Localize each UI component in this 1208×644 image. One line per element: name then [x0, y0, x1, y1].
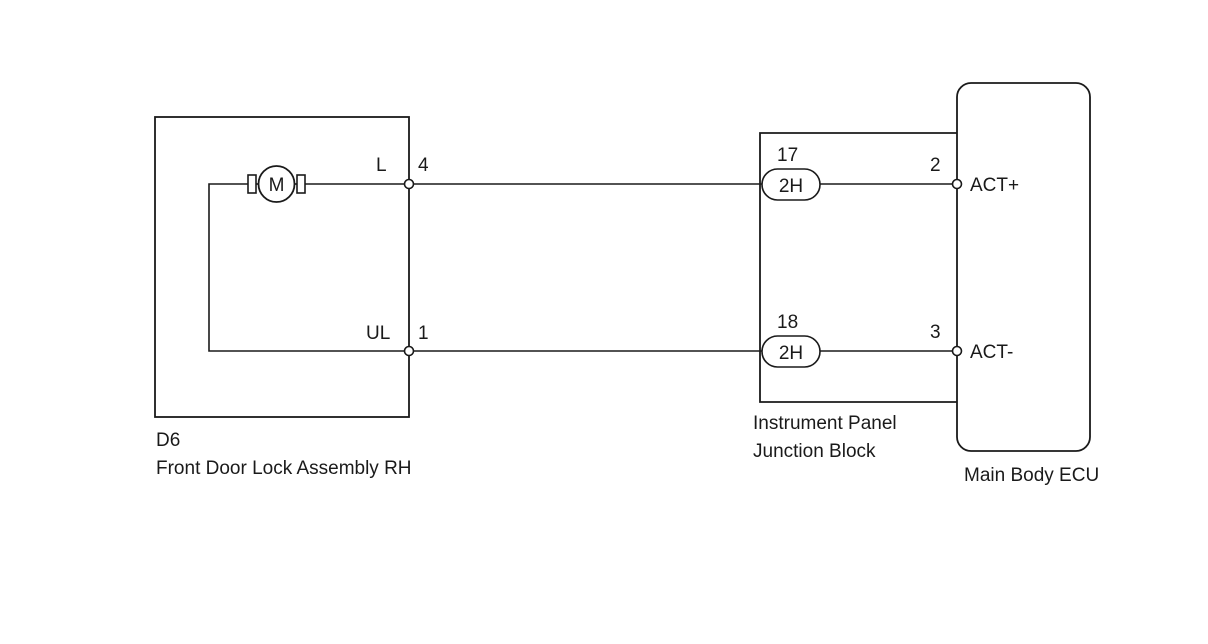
door-lock-box [154, 116, 410, 418]
connector-2h-top [761, 168, 821, 201]
terminal-act-minus [951, 345, 963, 357]
pin-ul-name: UL [366, 323, 390, 344]
ecu-name: Main Body ECU [964, 465, 1099, 486]
door-lock-assembly: M L 4 UL 1 D6 Front Door Lock Assembly R… [154, 116, 429, 479]
ecu-pin-top-number: 2 [930, 155, 941, 176]
connector-2h-bottom-pin: 18 [777, 312, 798, 333]
terminal-ul [403, 345, 415, 357]
door-lock-code: D6 [156, 430, 180, 451]
connector-2h-top-pin: 17 [777, 145, 798, 166]
terminal-act-plus [951, 178, 963, 190]
junction-block-name-line1: Instrument Panel [753, 413, 897, 434]
pin-l-name: L [376, 155, 387, 176]
pin-ul-number: 1 [418, 323, 429, 344]
main-body-ecu: 2 ACT+ 3 ACT- Main Body ECU [930, 82, 1099, 486]
terminal-l [403, 178, 415, 190]
connector-2h-bottom [761, 335, 821, 368]
connector-2h-bottom-label: 2H [779, 343, 803, 364]
ecu-pin-bottom-name: ACT- [970, 342, 1013, 363]
connector-2h-top-label: 2H [779, 176, 803, 197]
junction-block-name-line2: Junction Block [753, 441, 876, 462]
motor-icon: M [247, 165, 306, 203]
motor-loop-wire [208, 183, 409, 352]
junction-block-box [759, 132, 957, 403]
door-lock-name: Front Door Lock Assembly RH [156, 458, 412, 479]
pin-l-number: 4 [418, 155, 429, 176]
ecu-box [956, 82, 1091, 452]
ecu-pin-top-name: ACT+ [970, 175, 1019, 196]
motor-symbol-label: M [269, 175, 285, 196]
ecu-pin-bottom-number: 3 [930, 322, 941, 343]
terminals [403, 178, 963, 357]
junction-block: 2H 17 2H 18 Instrument Panel Junction Bl… [753, 132, 957, 462]
